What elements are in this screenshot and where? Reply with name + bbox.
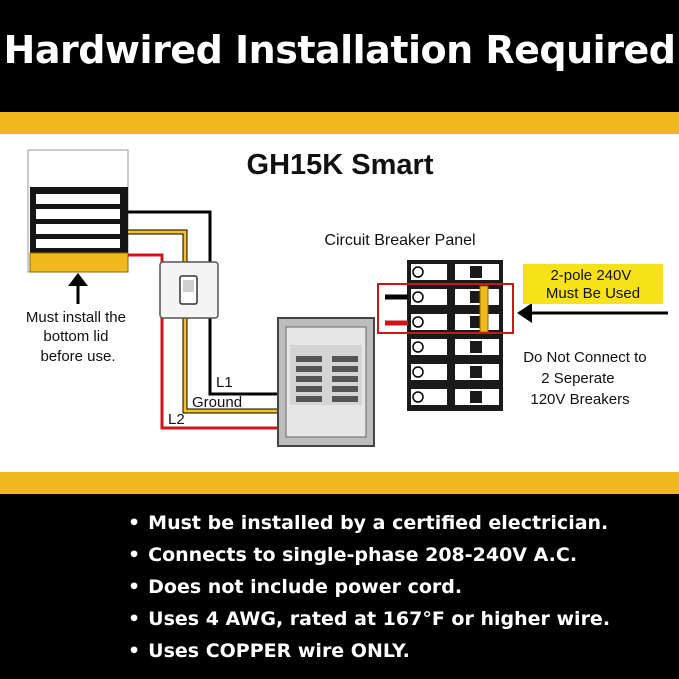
panel-label: Circuit Breaker Panel bbox=[324, 232, 475, 249]
wire-red bbox=[128, 253, 164, 262]
requirement-item: Uses COPPER wire ONLY. bbox=[128, 636, 610, 668]
wire-yellow bbox=[128, 230, 187, 262]
heater-slot bbox=[36, 224, 120, 234]
wire-ground bbox=[183, 318, 278, 413]
callout-box bbox=[523, 264, 663, 304]
two-pole-highlight bbox=[377, 283, 514, 334]
warning-text: Do Not Connect to 2 Seperate 120V Breake… bbox=[523, 349, 651, 408]
heater-slot bbox=[36, 239, 120, 248]
junction-box bbox=[277, 317, 375, 447]
requirements-list: Must be installed by a certified electri… bbox=[128, 508, 610, 668]
breaker-row-6 bbox=[411, 389, 499, 405]
two-pole-tie-bar bbox=[479, 285, 489, 333]
heater-unit bbox=[27, 149, 129, 273]
wire-yellow-outline bbox=[128, 229, 188, 262]
wire-label-ground: Ground bbox=[192, 394, 242, 411]
top-accent-band bbox=[0, 112, 679, 134]
callout-arrow-icon bbox=[517, 303, 668, 323]
heater-note: Must install the bottom lid before use. bbox=[26, 309, 130, 365]
heater-slot bbox=[36, 209, 120, 219]
product-title: GH15K Smart bbox=[247, 149, 434, 181]
page-title: Hardwired Installation Required bbox=[3, 28, 676, 72]
requirement-item: Must be installed by a certified electri… bbox=[128, 508, 610, 540]
callout-text: 2-pole 240V Must Be Used bbox=[546, 267, 640, 302]
heater-bottom-lid bbox=[29, 252, 129, 273]
heater-slot bbox=[36, 194, 120, 204]
disconnect-switch bbox=[159, 261, 219, 319]
junction-breakers bbox=[296, 356, 358, 402]
requirement-item: Uses 4 AWG, rated at 167°F or higher wir… bbox=[128, 604, 610, 636]
wire-black bbox=[128, 210, 212, 262]
breaker-row-5 bbox=[411, 364, 499, 380]
requirement-item: Connects to single-phase 208-240V A.C. bbox=[128, 540, 610, 572]
circuit-breaker-panel bbox=[407, 260, 503, 411]
breaker-row-1 bbox=[411, 264, 499, 280]
breaker-row-4 bbox=[411, 339, 499, 355]
wire-l2 bbox=[160, 318, 278, 430]
lid-arrow-icon bbox=[68, 273, 88, 304]
wire-label-l2: L2 bbox=[168, 411, 185, 428]
bottom-accent-band bbox=[0, 472, 679, 494]
wire-label-l1: L1 bbox=[216, 374, 233, 391]
requirement-item: Does not include power cord. bbox=[128, 572, 610, 604]
wire-l1 bbox=[208, 318, 278, 396]
